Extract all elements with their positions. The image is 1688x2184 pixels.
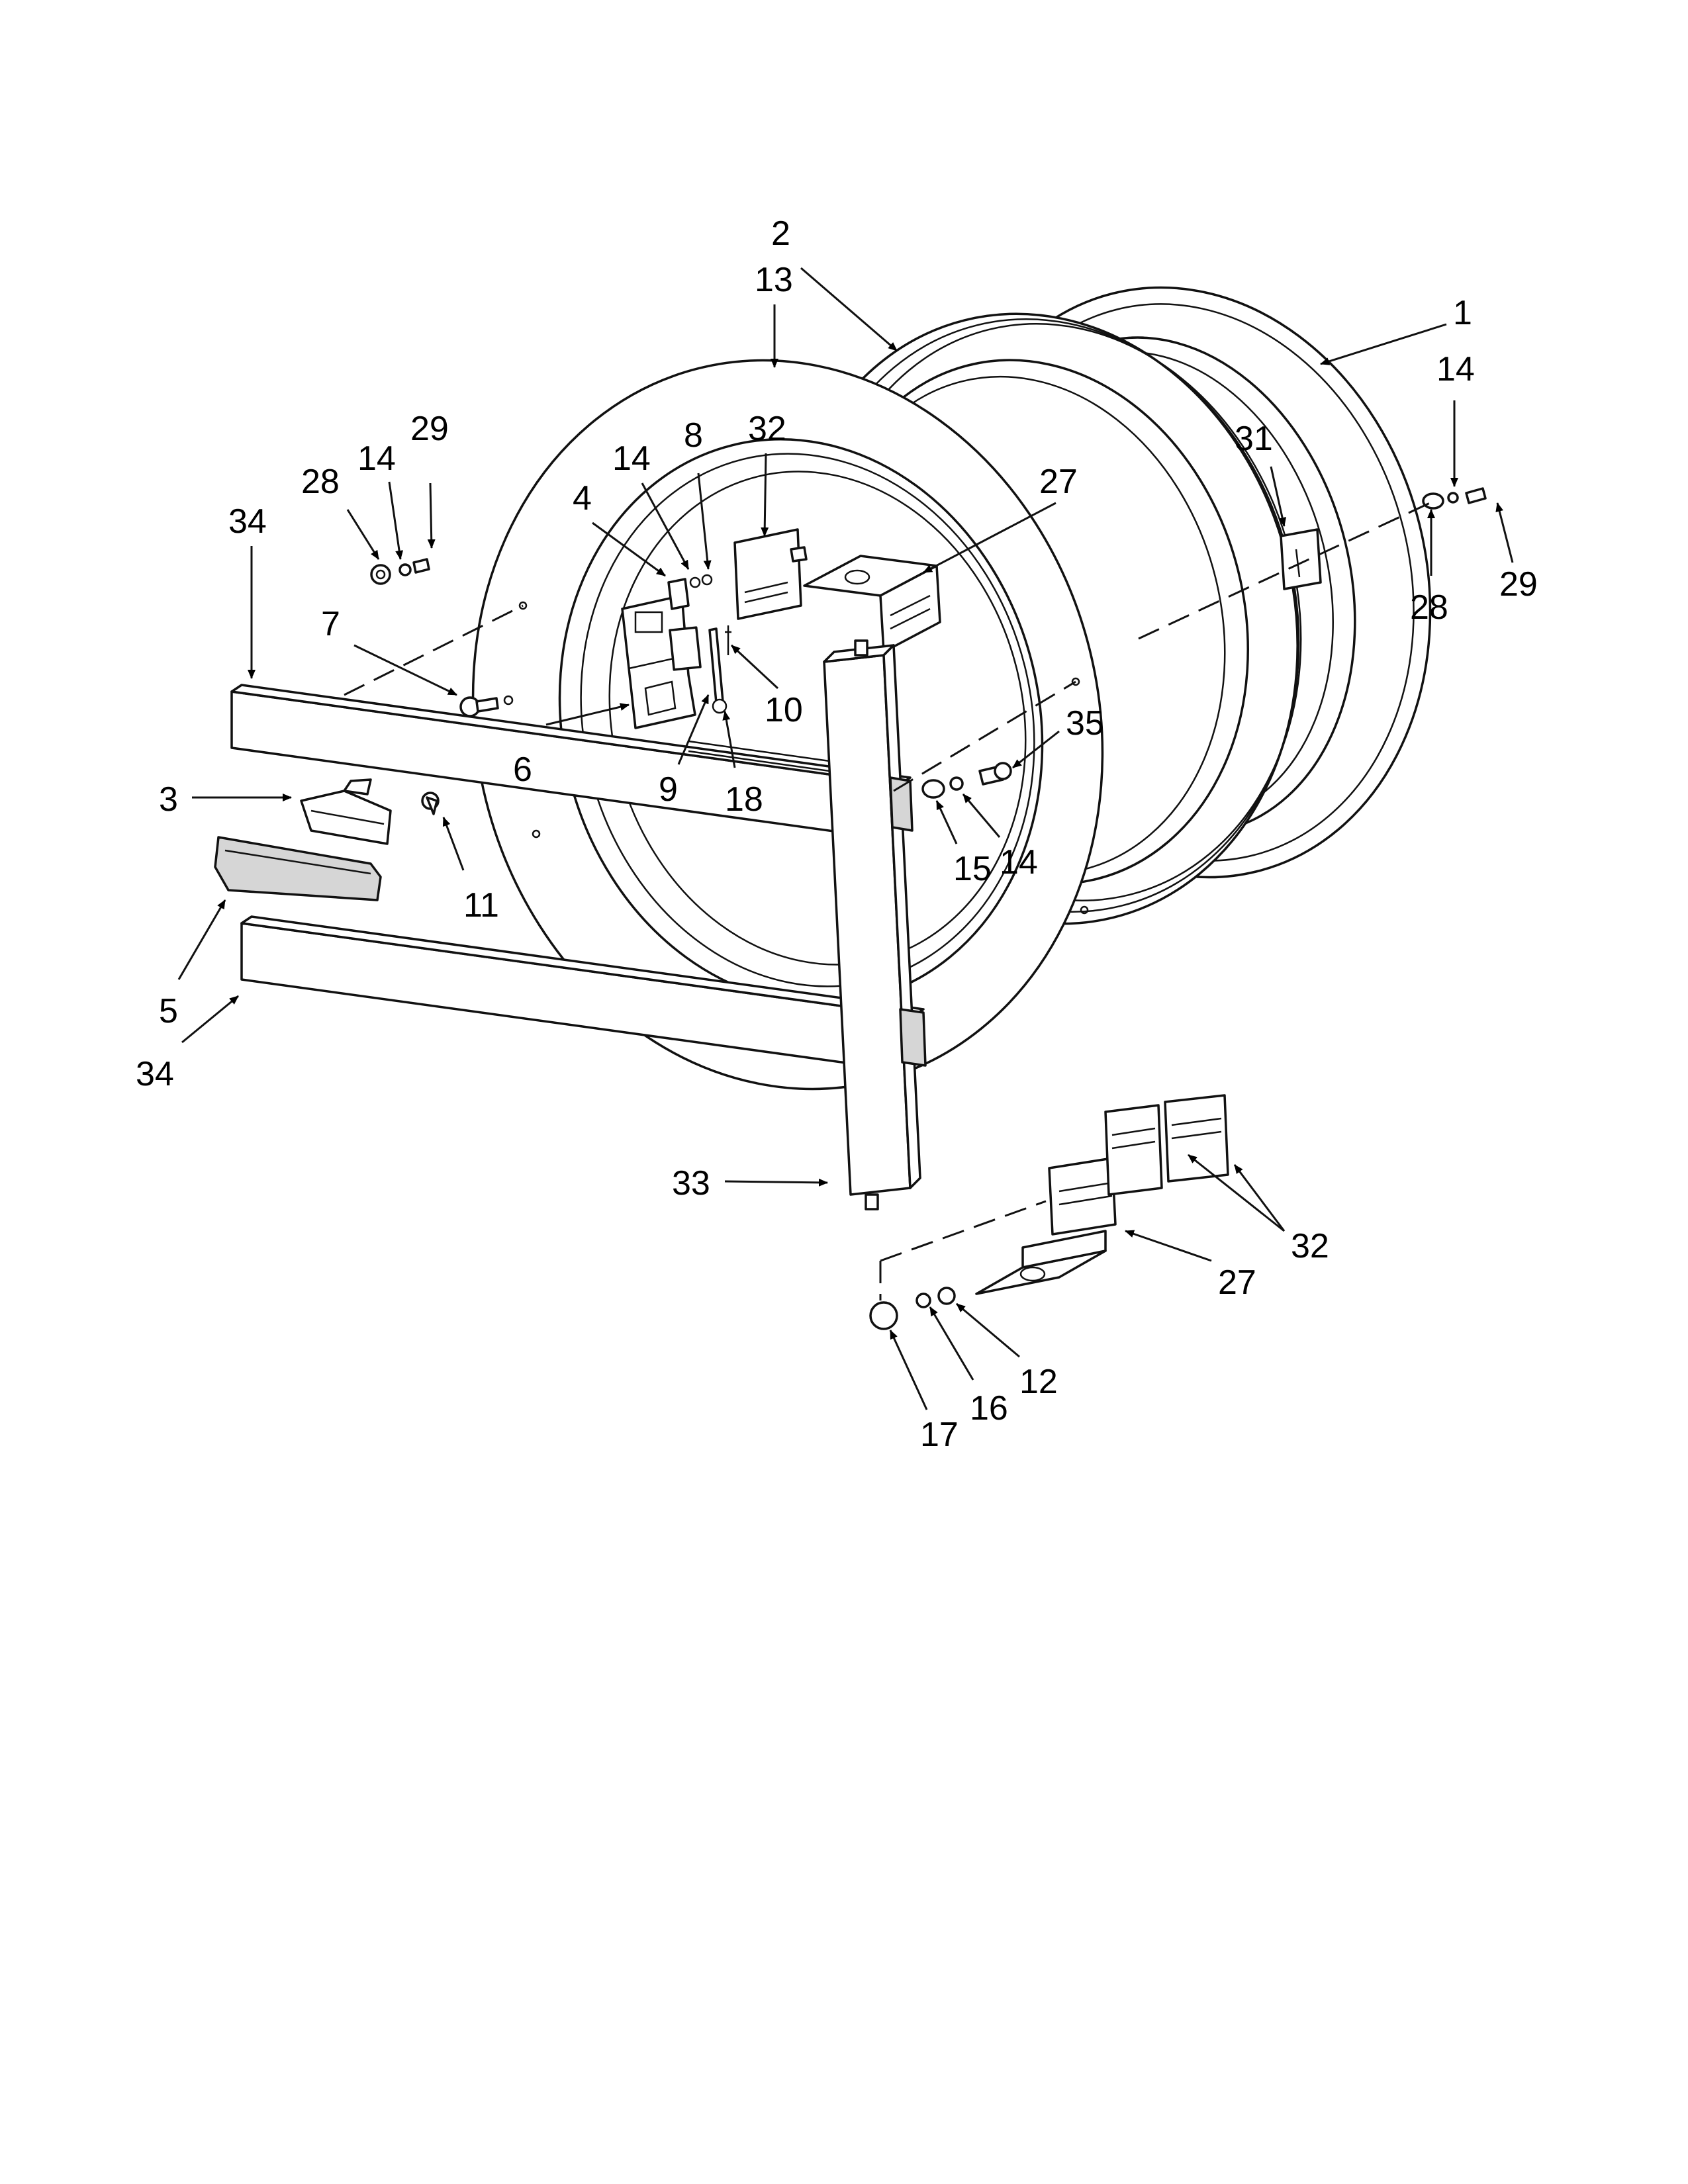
callout-29-right: 29 — [1499, 565, 1538, 604]
callout-31: 31 — [1235, 420, 1273, 458]
callout-14-right: 14 — [1436, 350, 1475, 388]
callout-4: 4 — [573, 479, 592, 518]
callout-14-left: 14 — [357, 439, 396, 478]
upper-rail — [230, 684, 912, 842]
callout-11: 11 — [463, 886, 499, 925]
callout-14-bottom: 14 — [1000, 843, 1038, 882]
door-latch-assembly — [621, 574, 731, 729]
lower-rail — [240, 915, 925, 1073]
callout-35: 35 — [1066, 704, 1104, 743]
callout-18: 18 — [725, 780, 763, 819]
callout-29-left: 29 — [410, 410, 449, 448]
callout-2: 2 — [771, 214, 790, 253]
callout-3: 3 — [159, 780, 178, 819]
callout-7: 7 — [321, 605, 340, 643]
callout-32-bottom: 32 — [1291, 1227, 1329, 1265]
callout-32-top: 32 — [748, 410, 786, 448]
callout-15: 15 — [953, 850, 992, 888]
callout-17: 17 — [920, 1416, 959, 1454]
callout-6: 6 — [513, 751, 532, 789]
door-handle — [214, 836, 382, 901]
callout-28-right: 28 — [1410, 588, 1448, 627]
callout-27-top: 27 — [1039, 463, 1078, 501]
callout-27-bottom: 27 — [1218, 1263, 1256, 1302]
callout-13: 13 — [755, 261, 793, 299]
callout-33: 33 — [672, 1164, 710, 1203]
callout-labels: 1 2 13 14 31 28 29 29 28 14 34 4 14 8 32… — [136, 214, 1538, 1454]
callout-34-top: 34 — [228, 502, 267, 541]
callout-10: 10 — [765, 691, 803, 729]
center-lines — [344, 502, 1430, 1300]
callout-16: 16 — [970, 1389, 1008, 1428]
callout-34-bottom: 34 — [136, 1055, 174, 1093]
top-bracket — [733, 528, 941, 653]
door-catch — [300, 778, 392, 845]
leader-arrows — [177, 267, 1514, 1410]
callout-9: 9 — [659, 770, 678, 809]
lower-bracket — [975, 1094, 1229, 1295]
callout-12: 12 — [1019, 1363, 1058, 1401]
lower-fasteners — [869, 1287, 956, 1330]
callout-1: 1 — [1453, 294, 1472, 332]
callout-14-middle: 14 — [612, 439, 651, 478]
vertical-post — [823, 639, 927, 1210]
callout-5: 5 — [159, 992, 178, 1030]
callout-28-left: 28 — [301, 463, 340, 501]
callout-8: 8 — [684, 416, 703, 455]
